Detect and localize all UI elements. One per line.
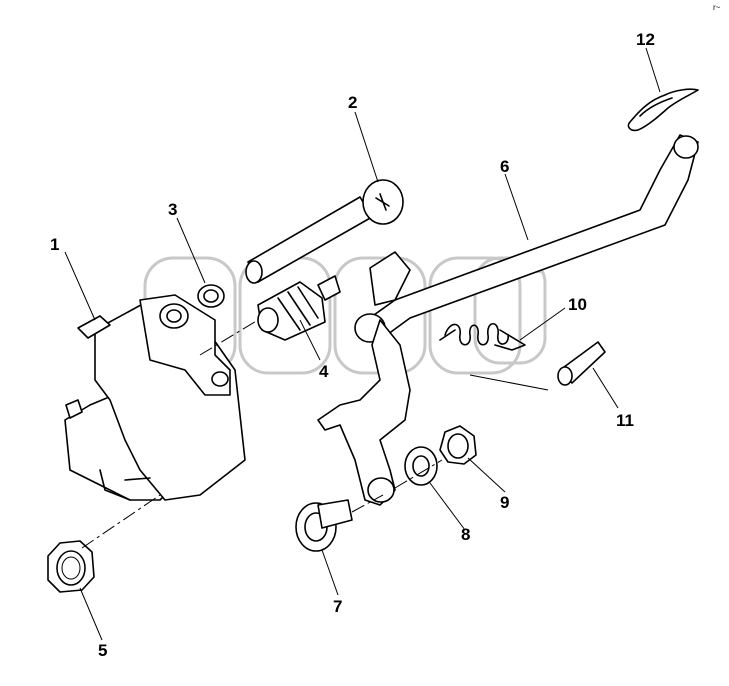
part-9-nut — [439, 425, 477, 465]
part-12-clip — [627, 88, 699, 132]
part-1-actuator — [64, 294, 246, 501]
center-lines — [81, 319, 443, 549]
callout-6: 6 — [500, 157, 509, 176]
callout-7: 7 — [333, 597, 342, 616]
part-10-spring — [439, 322, 526, 351]
part-6-lever — [317, 134, 699, 506]
part-3-washer — [197, 284, 225, 308]
callout-1: 1 — [50, 235, 59, 254]
part-7-bolt — [295, 499, 353, 552]
callouts: 1 2 3 4 5 6 7 8 9 10 11 12 — [50, 30, 655, 660]
part-11-tip — [469, 341, 606, 391]
callout-9: 9 — [500, 493, 509, 512]
part-2-pin — [245, 179, 404, 284]
callout-3: 3 — [168, 200, 177, 219]
callout-4: 4 — [319, 362, 329, 381]
callout-8: 8 — [461, 525, 470, 544]
leader-lines — [64, 47, 661, 641]
corner-mark: r~ — [713, 3, 721, 12]
callout-5: 5 — [98, 641, 107, 660]
part-5-nut — [47, 540, 95, 593]
callout-12: 12 — [636, 30, 655, 49]
part-4-connector — [257, 275, 341, 341]
part-8-washer — [404, 446, 438, 486]
callout-2: 2 — [348, 93, 357, 112]
callout-11: 11 — [616, 411, 634, 430]
callout-10: 10 — [568, 295, 587, 314]
